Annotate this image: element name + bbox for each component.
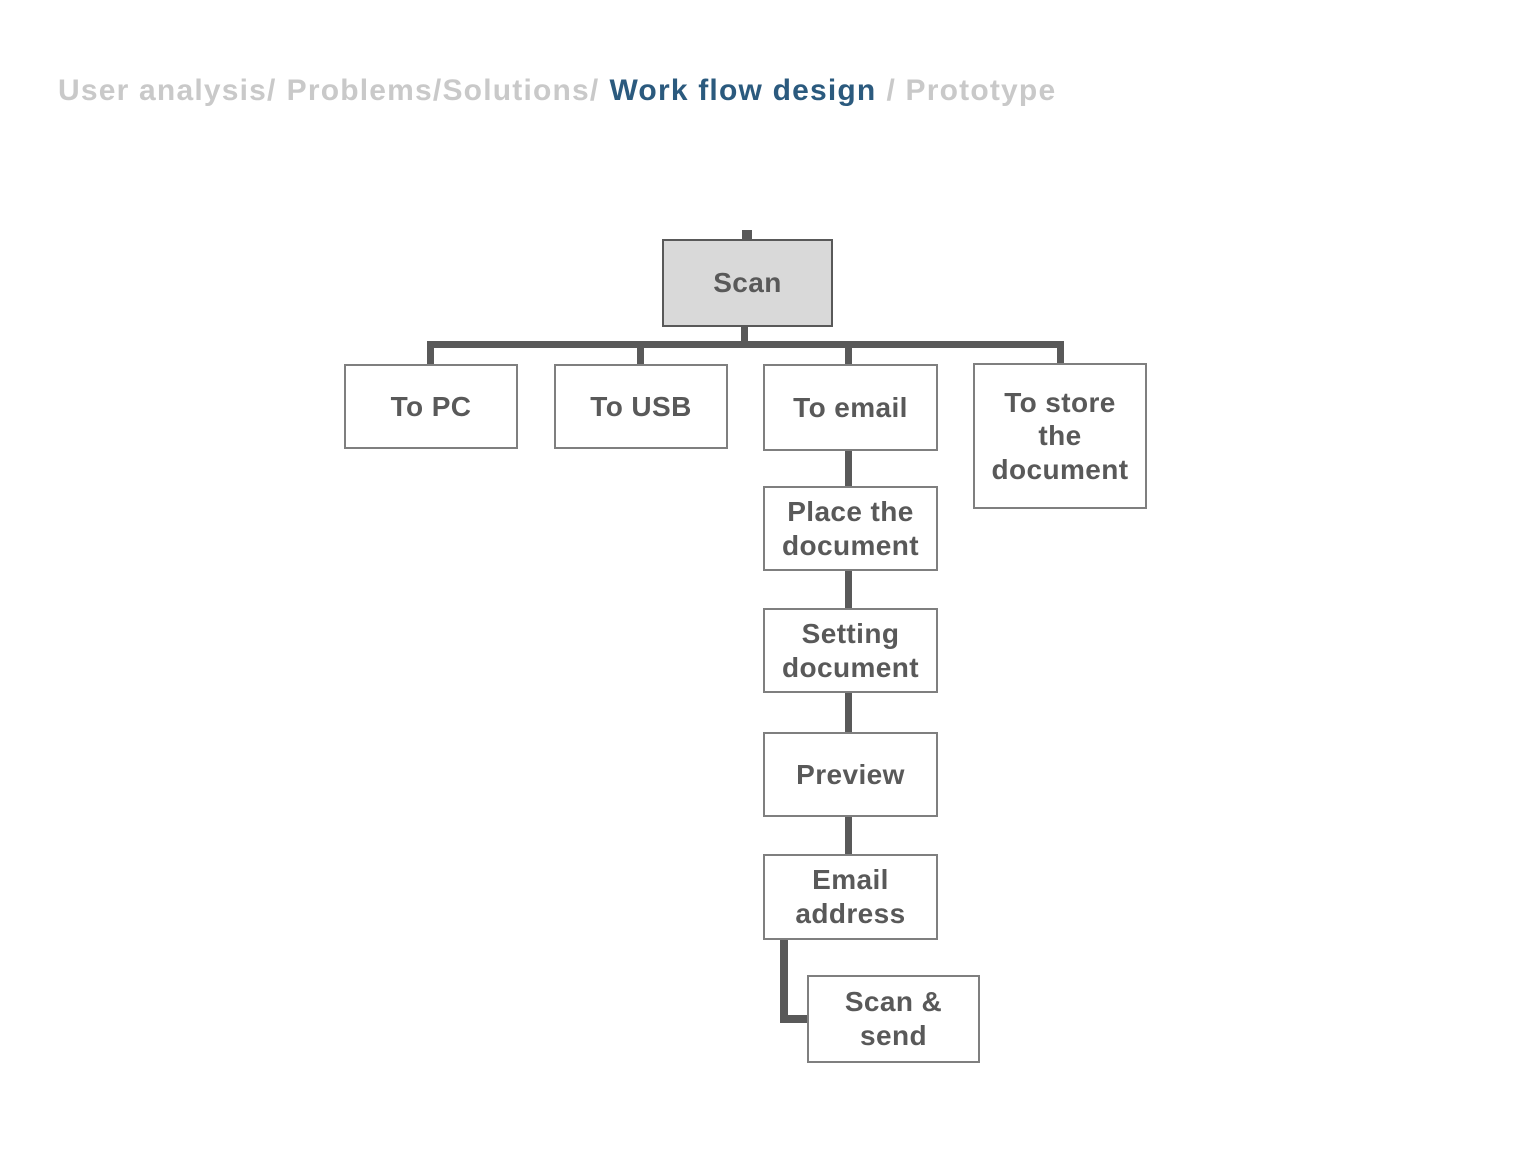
flow-node-setting-document: Setting document — [763, 608, 938, 693]
breadcrumb-user-analysis[interactable]: User analysis/ — [58, 74, 277, 107]
connector-drop-to-store — [1057, 341, 1064, 365]
flow-node-scan-and-send: Scan & send — [807, 975, 980, 1063]
breadcrumb-prototype[interactable]: / Prototype — [886, 74, 1057, 107]
connector-drop-to-email — [845, 341, 852, 366]
flow-node-preview: Preview — [763, 732, 938, 817]
flow-node-to-store-document: To store the document — [973, 363, 1147, 509]
connector-setting-to-preview — [845, 693, 852, 733]
connector-preview-to-email-address — [845, 817, 852, 855]
flow-node-scan: Scan — [662, 239, 833, 327]
connector-drop-to-pc — [427, 341, 434, 366]
flow-node-to-pc: To PC — [344, 364, 518, 449]
flow-node-to-usb: To USB — [554, 364, 728, 449]
flow-node-email-address: Email address — [763, 854, 938, 940]
connector-drop-to-usb — [637, 341, 644, 366]
connector-place-to-setting — [845, 571, 852, 609]
breadcrumb: User analysis/Problems/Solutions/Work fl… — [58, 74, 1056, 108]
connector-elbow-vertical — [780, 940, 788, 1023]
flow-node-place-document: Place the document — [763, 486, 938, 571]
connector-elbow-horizontal — [780, 1015, 810, 1023]
flow-node-to-email: To email — [763, 364, 938, 451]
connector-root-down — [741, 327, 748, 343]
connector-email-to-place — [845, 451, 852, 487]
connector-stub-above-root — [742, 230, 752, 241]
breadcrumb-problems-solutions[interactable]: Problems/Solutions/ — [286, 74, 600, 107]
breadcrumb-workflow-design[interactable]: Work flow design — [609, 74, 877, 107]
connector-trunk — [427, 341, 1064, 348]
